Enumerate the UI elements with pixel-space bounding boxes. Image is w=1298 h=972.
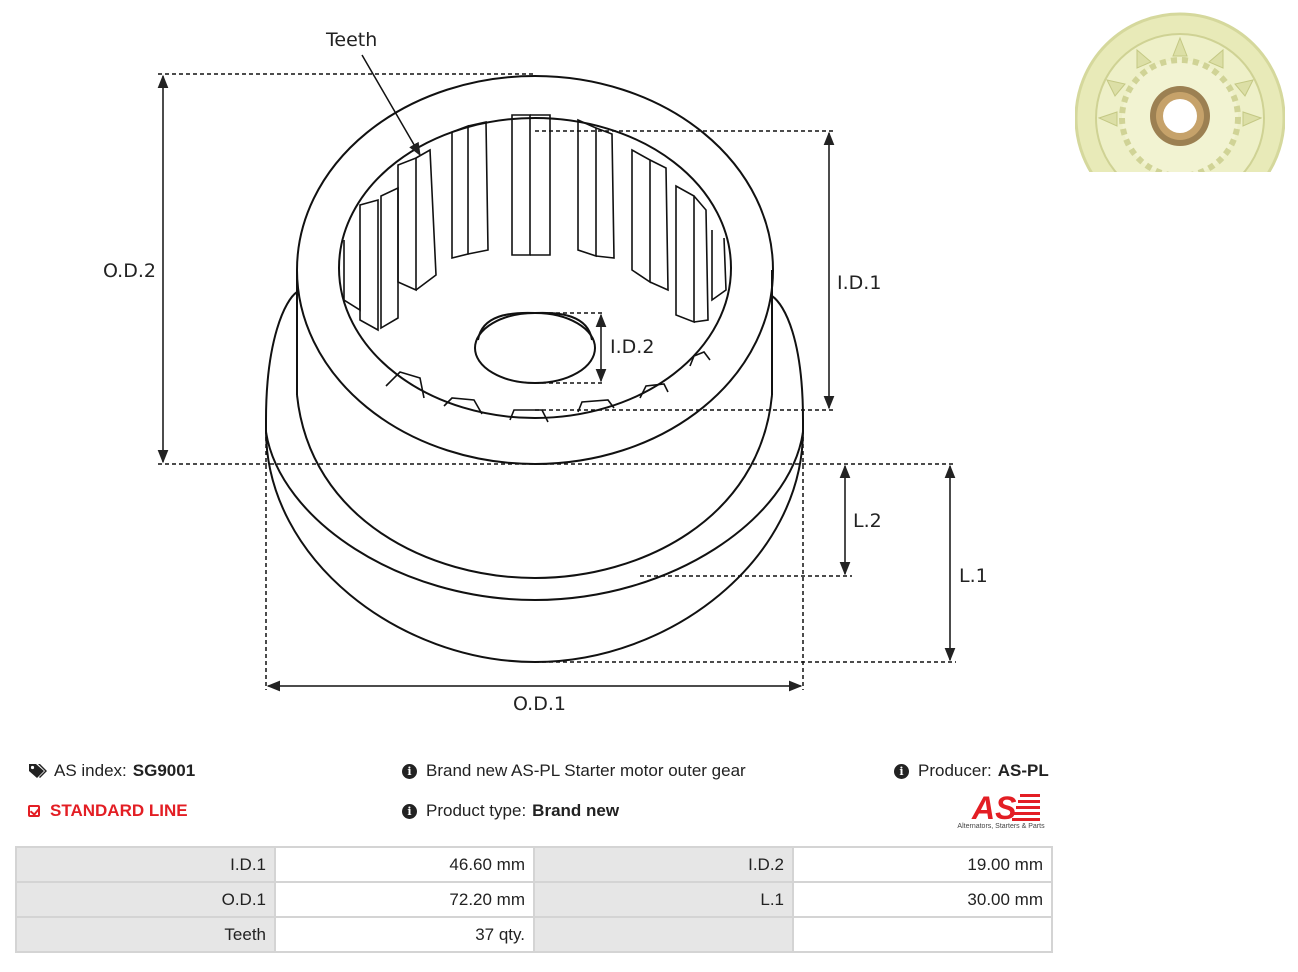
table-row: O.D.1 72.20 mm L.1 30.00 mm: [17, 883, 1051, 916]
spec-key: [535, 918, 792, 951]
as-index-value: SG9001: [132, 761, 196, 780]
product-type-label: Product type:: [426, 801, 527, 820]
od1-label: O.D.1: [513, 693, 566, 715]
as-logo-mark: AS: [971, 790, 1040, 826]
product-line: STANDARD LINE: [28, 801, 188, 821]
spec-value: 72.20 mm: [276, 883, 533, 916]
teeth-label: Teeth: [325, 29, 377, 51]
spec-value: 19.00 mm: [794, 848, 1051, 881]
gear-product-photo[interactable]: [1075, 8, 1285, 178]
spec-value: 46.60 mm: [276, 848, 533, 881]
logo-text: AS: [971, 790, 1017, 824]
producer-value: AS-PL: [997, 761, 1049, 780]
info-icon: i: [402, 763, 417, 779]
id2-label: I.D.2: [610, 336, 654, 358]
l2-label: L.2: [853, 510, 882, 532]
product-description: i Brand new AS-PL Starter motor outer ge…: [402, 761, 746, 781]
description-text: Brand new AS-PL Starter motor outer gear: [426, 761, 746, 780]
as-pl-logo: AS Alternators, Starters & Parts: [948, 790, 1054, 834]
spec-key: Teeth: [17, 918, 274, 951]
spec-value: 30.00 mm: [794, 883, 1051, 916]
producer-label: Producer:: [918, 761, 992, 780]
check-square-icon: [28, 805, 40, 817]
product-line-label: STANDARD LINE: [50, 801, 188, 820]
spec-key: I.D.1: [17, 848, 274, 881]
spec-key: L.1: [535, 883, 792, 916]
table-row: I.D.1 46.60 mm I.D.2 19.00 mm: [17, 848, 1051, 881]
spec-key: O.D.1: [17, 883, 274, 916]
info-icon: i: [402, 803, 417, 819]
spec-key: I.D.2: [535, 848, 792, 881]
od2-label: O.D.2: [103, 260, 156, 282]
product-type-value: Brand new: [532, 801, 620, 820]
l1-label: L.1: [959, 565, 988, 587]
as-index-label: AS index:: [54, 761, 127, 780]
spec-value: [794, 918, 1051, 951]
spec-value: 37 qty.: [276, 918, 533, 951]
as-index: AS index: SG9001: [28, 761, 195, 781]
logo-tagline: Alternators, Starters & Parts: [957, 823, 1045, 830]
producer: i Producer: AS-PL: [894, 761, 1049, 781]
tags-icon: [29, 764, 47, 778]
product-type: i Product type: Brand new: [402, 801, 619, 821]
spec-table: I.D.1 46.60 mm I.D.2 19.00 mm O.D.1 72.2…: [15, 846, 1053, 953]
gear-technical-drawing: Teeth O.D.2 I.D.1 I.D.2 L.2 L.1 O.D.1: [103, 29, 988, 715]
info-icon: i: [894, 763, 909, 779]
id1-label: I.D.1: [837, 272, 881, 294]
table-row: Teeth 37 qty.: [17, 918, 1051, 951]
